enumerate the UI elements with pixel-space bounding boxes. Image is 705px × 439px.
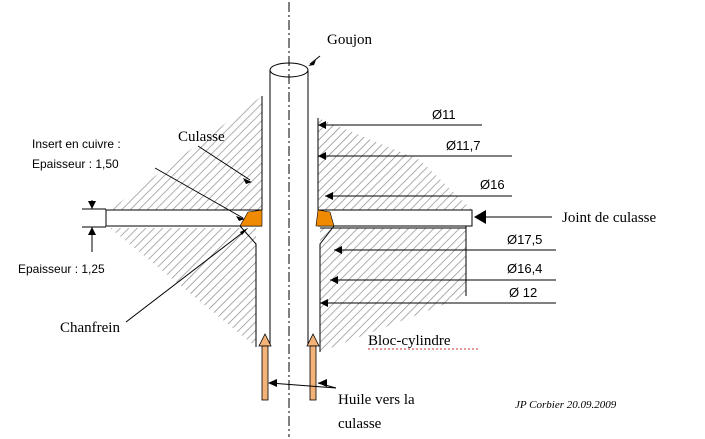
label-joint: Joint de culasse (562, 210, 656, 226)
dim-d17-5: Ø17,5 (507, 232, 542, 247)
label-huile-line2: culasse (338, 416, 382, 432)
label-insert-line2: Epaisseur : 1,50 (32, 157, 119, 171)
label-culasse: Culasse (178, 129, 225, 145)
dim-d11-7: Ø11,7 (446, 138, 480, 153)
label-chanfrein: Chanfrein (60, 320, 120, 336)
dim-d16-4: Ø16,4 (507, 261, 542, 276)
label-goujon: Goujon (327, 32, 373, 48)
label-insert-line1: Insert en cuivre : (32, 137, 121, 151)
dim-d16: Ø16 (480, 177, 505, 192)
oil-arrow-left (258, 333, 272, 401)
bloc-hatch-right (320, 228, 466, 352)
label-huile-line1: Huile vers la (338, 392, 415, 408)
label-bloc: Bloc-cylindre (368, 333, 451, 349)
chamfer-right (319, 225, 335, 352)
bloc-hatch-left (110, 228, 256, 347)
label-author: JP Corbier 20.09.2009 (515, 399, 617, 411)
culasse-hatch-right (318, 118, 472, 210)
chamfer-left (239, 225, 257, 347)
culasse-hatch-left (110, 96, 262, 210)
dim-d11: Ø11 (432, 107, 456, 122)
dim-d12: Ø 12 (509, 285, 537, 300)
oil-arrow-right (306, 333, 320, 401)
gasket-gap (262, 209, 318, 227)
copper-insert-left (239, 209, 263, 227)
label-epaisseur-joint: Epaisseur : 1,25 (18, 262, 105, 276)
